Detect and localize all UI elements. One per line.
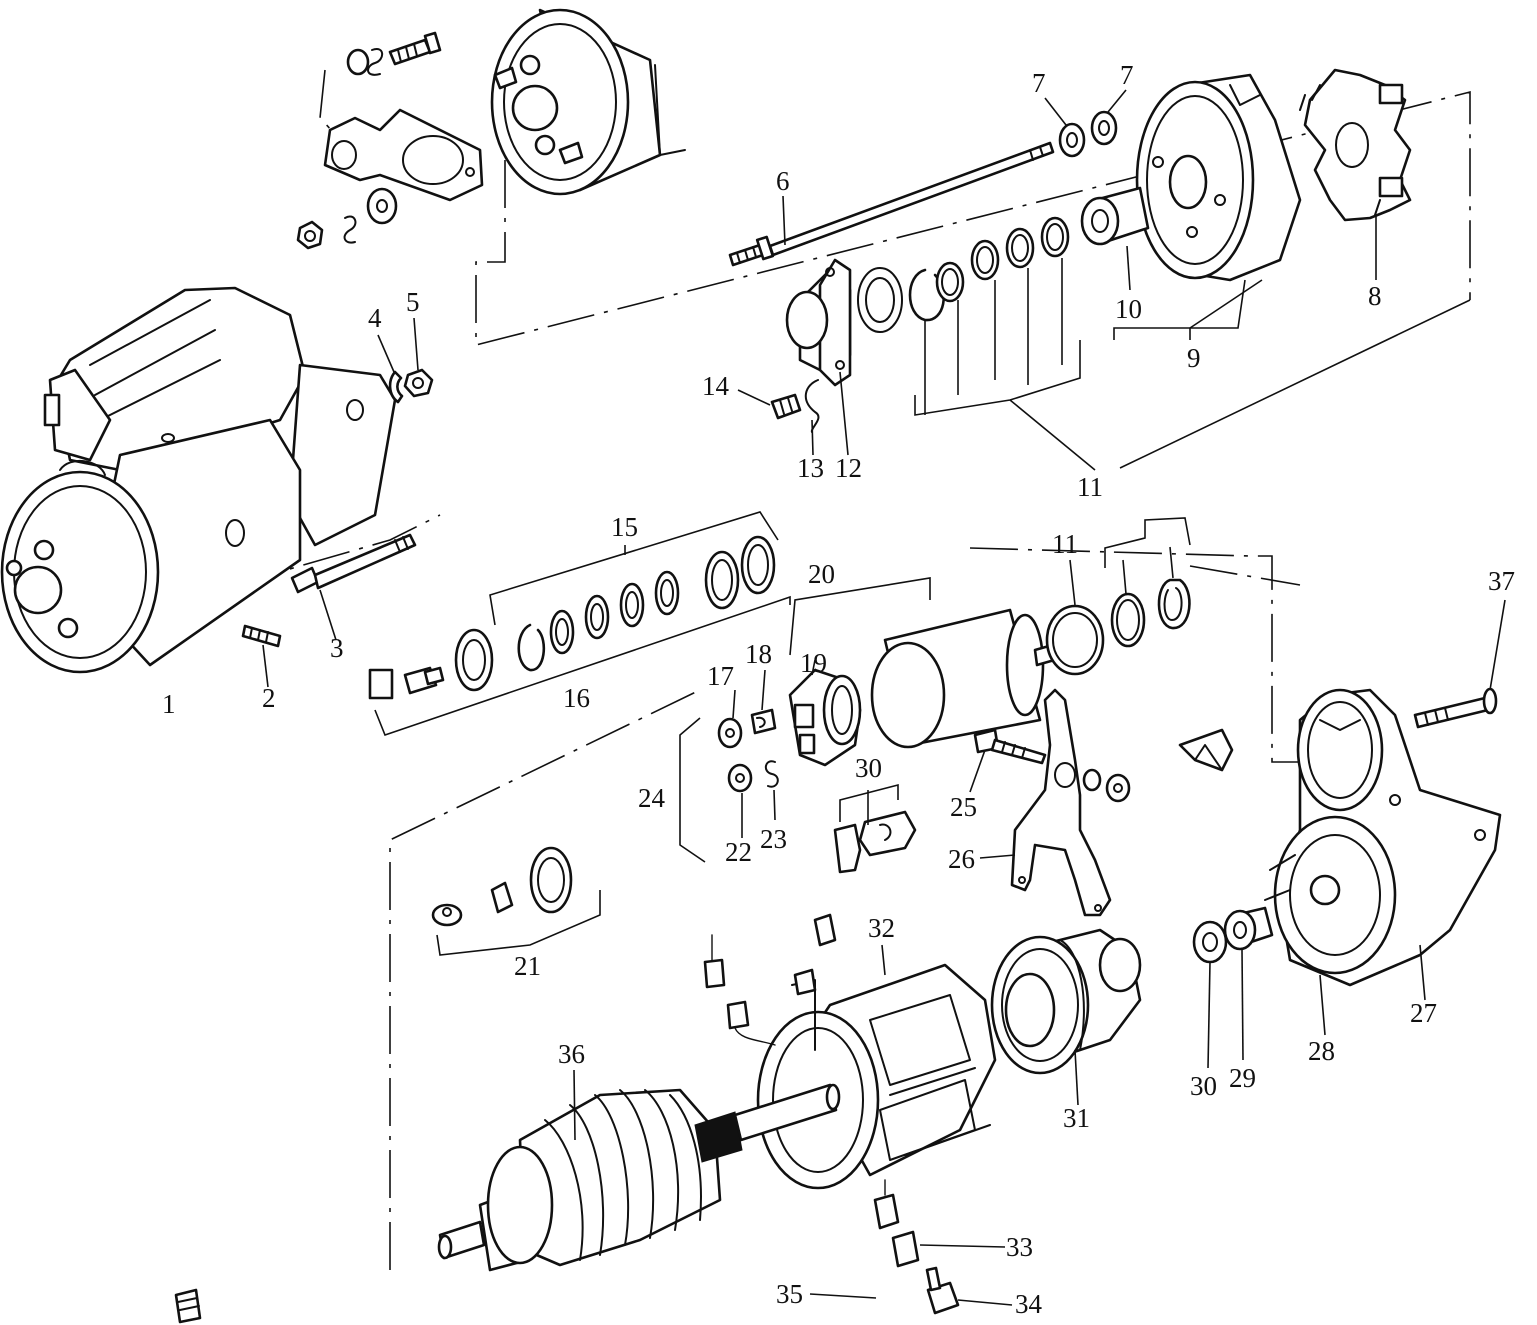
callout-labels: 1 2 3 4 5 6 7 7 8 9 10 11 11 11 12 13 14…: [162, 60, 1515, 1319]
hardware-21: [431, 846, 601, 956]
callout-35: 35: [776, 1279, 803, 1309]
callout-11b: 11: [1052, 529, 1078, 559]
callout-22: 22: [725, 837, 752, 867]
callout-5: 5: [406, 287, 420, 317]
callout-14: 14: [702, 371, 730, 401]
bolt-37: [1413, 599, 1506, 729]
leader-24: [679, 717, 706, 863]
bushing-10: [1080, 186, 1150, 291]
callout-33: 33: [1006, 1232, 1033, 1262]
wedge-piece: [1178, 728, 1234, 772]
drive-pinion-31: [990, 928, 1142, 1106]
callout-30a: 30: [1190, 1071, 1217, 1101]
callout-34: 34: [1015, 1289, 1043, 1319]
callout-36: 36: [558, 1039, 585, 1069]
end-cover-top: [490, 8, 686, 196]
brush-blocks: [703, 913, 837, 1046]
callout-29: 29: [1229, 1063, 1256, 1093]
callout-8: 8: [1368, 281, 1382, 311]
drive-end-housing-27-28: [1264, 688, 1502, 1036]
brushes-33: [873, 1179, 1006, 1268]
armature-36: [437, 1069, 841, 1272]
washers-7: [1044, 89, 1127, 158]
tie-rod-6: [728, 141, 1055, 267]
callout-2: 2: [262, 683, 276, 713]
callout-6: 6: [776, 166, 790, 196]
callout-28: 28: [1308, 1036, 1335, 1066]
callout-17: 17: [707, 661, 734, 691]
commutator-end-frame-9: [1113, 73, 1302, 340]
spring-clip-13: [804, 379, 820, 456]
callout-4: 4: [368, 303, 382, 333]
callout-23: 23: [760, 824, 787, 854]
shims-11-upper: [908, 216, 1471, 471]
callout-11a: 11: [1077, 472, 1103, 502]
callout-30b: 30: [855, 753, 882, 783]
through-bolt-3: [290, 533, 417, 641]
washer-nut-4-5: [377, 317, 434, 404]
callout-3: 3: [330, 633, 344, 663]
callout-32: 32: [868, 913, 895, 943]
field-frame-32: [756, 944, 997, 1190]
callout-7a: 7: [1032, 68, 1046, 98]
shim-group-15-16: [368, 511, 791, 737]
callout-13: 13: [797, 453, 824, 483]
callout-1: 1: [162, 689, 176, 719]
terminal-34: [925, 1266, 1013, 1315]
brush-springs-30-upper: [833, 783, 917, 874]
callout-25: 25: [950, 792, 977, 822]
washers-29-30: [1192, 906, 1274, 1069]
callout-10: 10: [1115, 294, 1142, 324]
callout-27: 27: [1410, 998, 1437, 1028]
screw-14: [737, 389, 802, 420]
brush-plate-8: [1299, 68, 1412, 280]
callout-19: 19: [800, 648, 827, 678]
top-mounting-hardware: [296, 31, 484, 250]
bolt-2: [241, 624, 282, 688]
callout-15: 15: [611, 512, 638, 542]
assembled-starter: [0, 286, 397, 674]
callout-7b: 7: [1120, 60, 1134, 90]
callout-24: 24: [638, 783, 666, 813]
shims-11-middle: [1045, 517, 1191, 676]
callout-20: 20: [808, 559, 835, 589]
callout-12: 12: [835, 453, 862, 483]
cap-12: [785, 258, 903, 456]
callout-21: 21: [514, 951, 541, 981]
callout-9: 9: [1187, 343, 1201, 373]
small-hardware-17-18-22-23: [717, 669, 779, 838]
callout-16: 16: [563, 683, 590, 713]
callout-26: 26: [948, 844, 975, 874]
shift-lever-25-26: [969, 688, 1131, 917]
bolt-35: [174, 1288, 877, 1324]
solenoid-cap-19: [788, 659, 862, 767]
callout-31: 31: [1063, 1103, 1090, 1133]
callout-37: 37: [1488, 566, 1515, 596]
callout-18: 18: [745, 639, 772, 669]
